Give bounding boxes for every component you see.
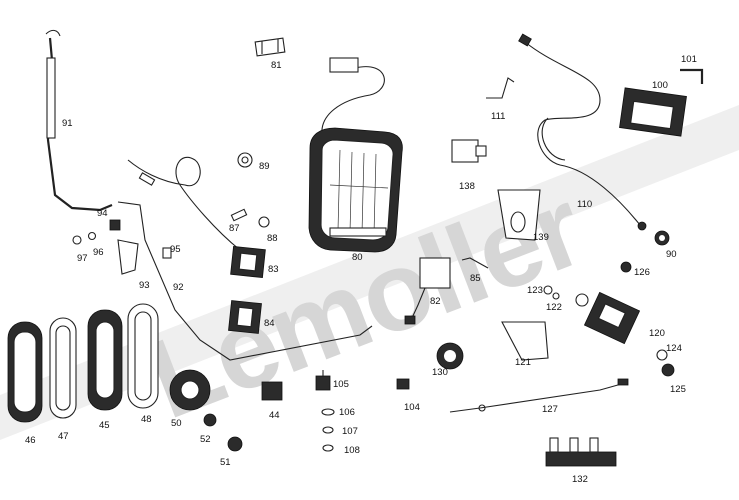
label-97: 97 <box>77 253 88 264</box>
label-104: 104 <box>404 402 420 413</box>
part-87 <box>230 208 248 222</box>
label-90: 90 <box>666 249 677 260</box>
part-100-lamp <box>619 87 687 137</box>
label-89: 89 <box>259 161 270 172</box>
part-126 <box>620 261 632 273</box>
label-124: 124 <box>666 343 682 354</box>
label-126: 126 <box>634 267 650 278</box>
label-50: 50 <box>171 418 182 429</box>
label-138: 138 <box>459 181 475 192</box>
label-46: 46 <box>25 435 36 446</box>
label-45: 45 <box>99 420 110 431</box>
label-100: 100 <box>652 80 668 91</box>
part-97-washer <box>72 235 82 245</box>
part-120-switch <box>575 291 641 345</box>
label-132: 132 <box>572 474 588 485</box>
label-111: 111 <box>491 111 505 122</box>
label-95: 95 <box>170 244 181 255</box>
part-50-ignition-switch <box>169 369 211 411</box>
part-130-connector <box>436 342 464 370</box>
part-104 <box>396 378 410 390</box>
part-84-switch <box>228 300 262 334</box>
part-90-grommet <box>654 230 670 246</box>
label-123: 123 <box>527 285 543 296</box>
label-48: 48 <box>141 414 152 425</box>
label-84: 84 <box>264 318 275 329</box>
label-122: 122 <box>546 302 562 313</box>
label-80: 80 <box>352 252 363 263</box>
part-110-speedo-cable <box>518 33 647 231</box>
part-82-regulator <box>404 257 451 325</box>
part-106-washer <box>321 408 335 416</box>
label-139: 139 <box>533 232 549 243</box>
label-91: 91 <box>62 118 73 129</box>
part-47-lamp-seal <box>49 317 77 419</box>
part-51 <box>227 436 243 452</box>
label-120: 120 <box>649 328 665 339</box>
label-51: 51 <box>220 457 231 468</box>
part-124 <box>656 349 668 361</box>
label-87: 87 <box>229 223 240 234</box>
label-85: 85 <box>470 273 481 284</box>
part-125 <box>661 363 675 377</box>
part-85 <box>461 257 489 269</box>
part-80-instrument-cluster <box>308 57 403 253</box>
part-52 <box>203 413 217 427</box>
part-44 <box>261 381 283 401</box>
part-96-washer <box>87 231 97 241</box>
part-111-bracket <box>486 77 515 99</box>
part-46-lamp-housing <box>7 321 43 423</box>
label-52: 52 <box>200 434 211 445</box>
label-88: 88 <box>267 233 278 244</box>
label-110: 110 <box>577 199 592 210</box>
label-130: 130 <box>432 367 448 378</box>
part-122 <box>552 292 560 300</box>
label-81: 81 <box>271 60 282 71</box>
label-108: 108 <box>344 445 360 456</box>
label-107: 107 <box>342 426 358 437</box>
label-127: 127 <box>542 404 558 415</box>
part-93-bracket <box>117 239 139 275</box>
label-106: 106 <box>339 407 355 418</box>
part-94 <box>109 219 121 231</box>
part-138-relay <box>451 139 487 163</box>
label-44: 44 <box>269 410 280 421</box>
part-91-cable <box>45 29 113 212</box>
label-83: 83 <box>268 264 279 275</box>
label-82: 82 <box>430 296 441 307</box>
label-94: 94 <box>97 208 108 219</box>
part-89-grommet <box>237 152 253 168</box>
label-47: 47 <box>58 431 69 442</box>
part-81-fuse <box>254 37 286 57</box>
part-121-bracket <box>501 321 549 361</box>
part-83-switch <box>230 245 266 279</box>
label-125: 125 <box>670 384 686 395</box>
part-number-labels: 91 81 101 100 111 89 138 110 94 87 139 8… <box>25 54 697 485</box>
part-139-bracket <box>497 189 541 241</box>
part-108-washer <box>322 444 334 452</box>
label-92: 92 <box>173 282 184 293</box>
label-101: 101 <box>681 54 697 65</box>
label-105: 105 <box>333 379 349 390</box>
part-cable-harness <box>117 157 373 361</box>
part-48-lamp-lens <box>127 303 159 409</box>
part-123 <box>543 285 553 295</box>
part-127-cable <box>449 378 629 413</box>
part-45-lamp-housing <box>87 309 123 411</box>
label-96: 96 <box>93 247 104 258</box>
label-121: 121 <box>515 357 531 368</box>
label-93: 93 <box>139 280 150 291</box>
part-132-terminal-block <box>545 437 617 467</box>
part-88-washer <box>258 216 270 228</box>
part-105-switch <box>315 370 331 391</box>
part-107-washer <box>322 426 334 434</box>
part-101-key <box>680 68 704 84</box>
part-95 <box>162 247 172 259</box>
